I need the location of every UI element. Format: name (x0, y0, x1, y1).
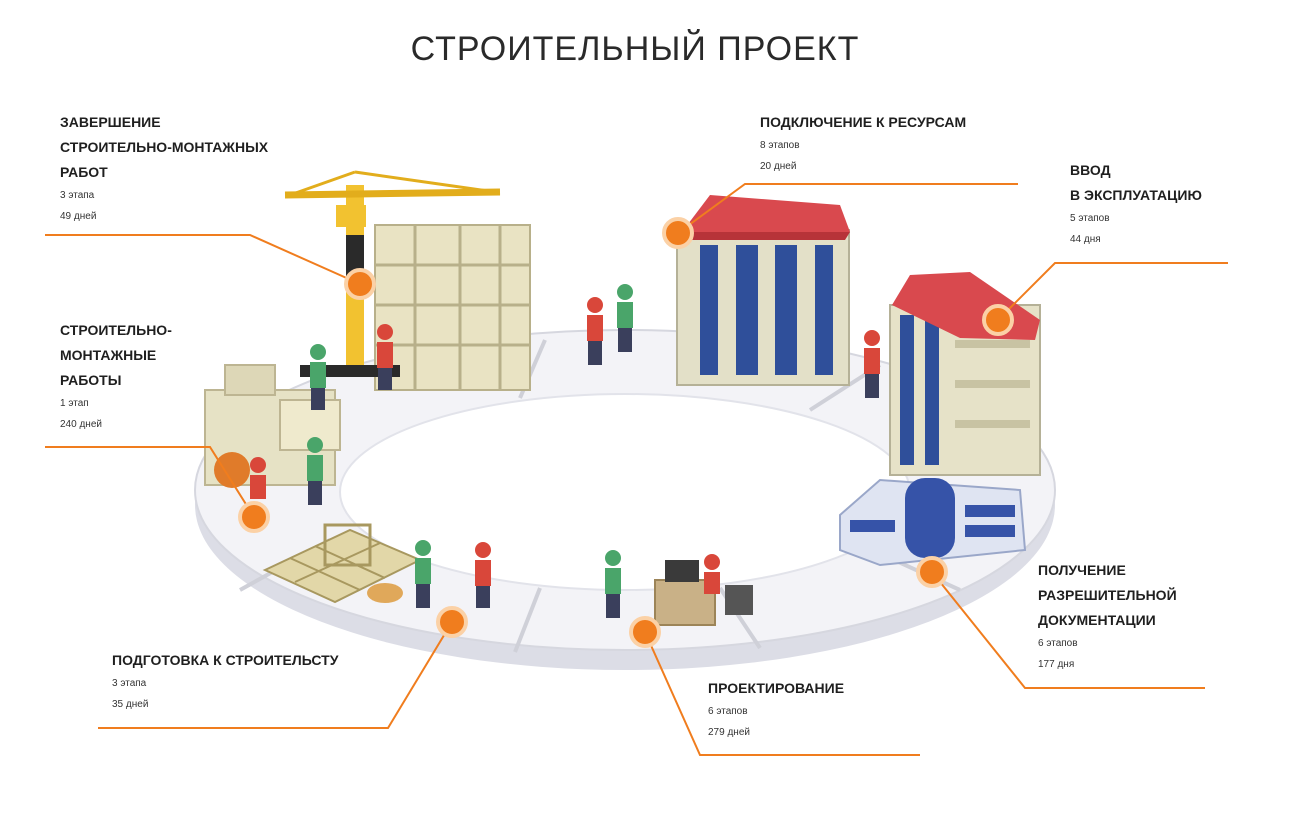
stage-label-completion: ЗАВЕРШЕНИЕ СТРОИТЕЛЬНО-МОНТАЖНЫХ РАБОТ 3… (60, 110, 268, 227)
stage-steps: 3 этапа (112, 678, 147, 689)
ring-platform (194, 329, 1056, 670)
diagram-title: СТРОИТЕЛЬНЫЙ ПРОЕКТ (410, 30, 860, 68)
office-desk (654, 560, 753, 626)
stage-steps: 5 этапов (1070, 213, 1110, 224)
stage-steps: 1 этап (60, 398, 89, 409)
stage-days: 177 дня (1038, 659, 1075, 670)
stage-steps: 6 этапов (1038, 638, 1078, 649)
marker-design (629, 616, 661, 648)
marker-completion (344, 268, 376, 300)
stage-name: ПРОЕКТИРОВАНИЕ (708, 680, 845, 696)
stage-steps: 8 этапов (760, 140, 800, 151)
foundation-grid (262, 523, 423, 604)
leader-line-design (644, 631, 920, 756)
workers (250, 284, 880, 618)
stage-steps: 6 этапов (708, 706, 748, 717)
leader-line-commissioning (997, 262, 1228, 321)
stage-label-permits: ПОЛУЧЕНИЕ РАЗРЕШИТЕЛЬНОЙ ДОКУМЕНТАЦИИ 6 … (1038, 558, 1177, 675)
stage-name: ЗАВЕРШЕНИЕ СТРОИТЕЛЬНО-МОНТАЖНЫХ РАБОТ (60, 114, 269, 180)
leader-line-preparation (98, 621, 453, 729)
crane-building (284, 170, 531, 391)
stage-days: 35 дней (112, 699, 149, 710)
leader-lines (45, 183, 1228, 756)
stage-label-commissioning: ВВОД В ЭКСПЛУАТАЦИЮ 5 этапов 44 дня (1070, 158, 1202, 250)
stage-label-preparation: ПОДГОТОВКА К СТРОИТЕЛЬСТУ 3 этапа 35 дне… (112, 648, 338, 715)
leader-line-construction (45, 446, 255, 518)
stage-name: ПОДГОТОВКА К СТРОИТЕЛЬСТУ (112, 652, 339, 668)
leader-line-permits (931, 571, 1205, 689)
stage-days: 49 дней (60, 211, 97, 222)
marker-preparation (436, 606, 468, 638)
stage-steps: 3 этапа (60, 190, 95, 201)
marker-construction (238, 501, 270, 533)
stage-label-design: ПРОЕКТИРОВАНИЕ 6 этапов 279 дней (708, 676, 844, 743)
stage-markers (238, 217, 1014, 648)
marker-permits (916, 556, 948, 588)
stage-name: ВВОД В ЭКСПЛУАТАЦИЮ (1070, 162, 1202, 203)
tall-building-red-roof (676, 195, 850, 386)
stage-label-resources: ПОДКЛЮЧЕНИЕ К РЕСУРСАМ 8 этапов 20 дней (760, 110, 966, 177)
marker-resources (662, 217, 694, 249)
stage-name: ПОДКЛЮЧЕНИЕ К РЕСУРСАМ (760, 114, 967, 130)
residential-building-red-roof (889, 272, 1041, 476)
stage-days: 44 дня (1070, 234, 1101, 245)
stage-label-construction: СТРОИТЕЛЬНО- МОНТАЖНЫЕ РАБОТЫ 1 этап 240… (60, 318, 172, 435)
leader-line-completion (45, 234, 361, 285)
marker-commissioning (982, 304, 1014, 336)
stage-name: СТРОИТЕЛЬНО- МОНТАЖНЫЕ РАБОТЫ (60, 322, 172, 388)
stage-days: 240 дней (60, 419, 102, 430)
stage-days: 279 дней (708, 727, 750, 738)
stage-days: 20 дней (760, 161, 797, 172)
office-building (839, 478, 1027, 567)
stage-name: ПОЛУЧЕНИЕ РАЗРЕШИТЕЛЬНОЙ ДОКУМЕНТАЦИИ (1038, 562, 1177, 628)
leader-line-resources (677, 183, 1018, 234)
